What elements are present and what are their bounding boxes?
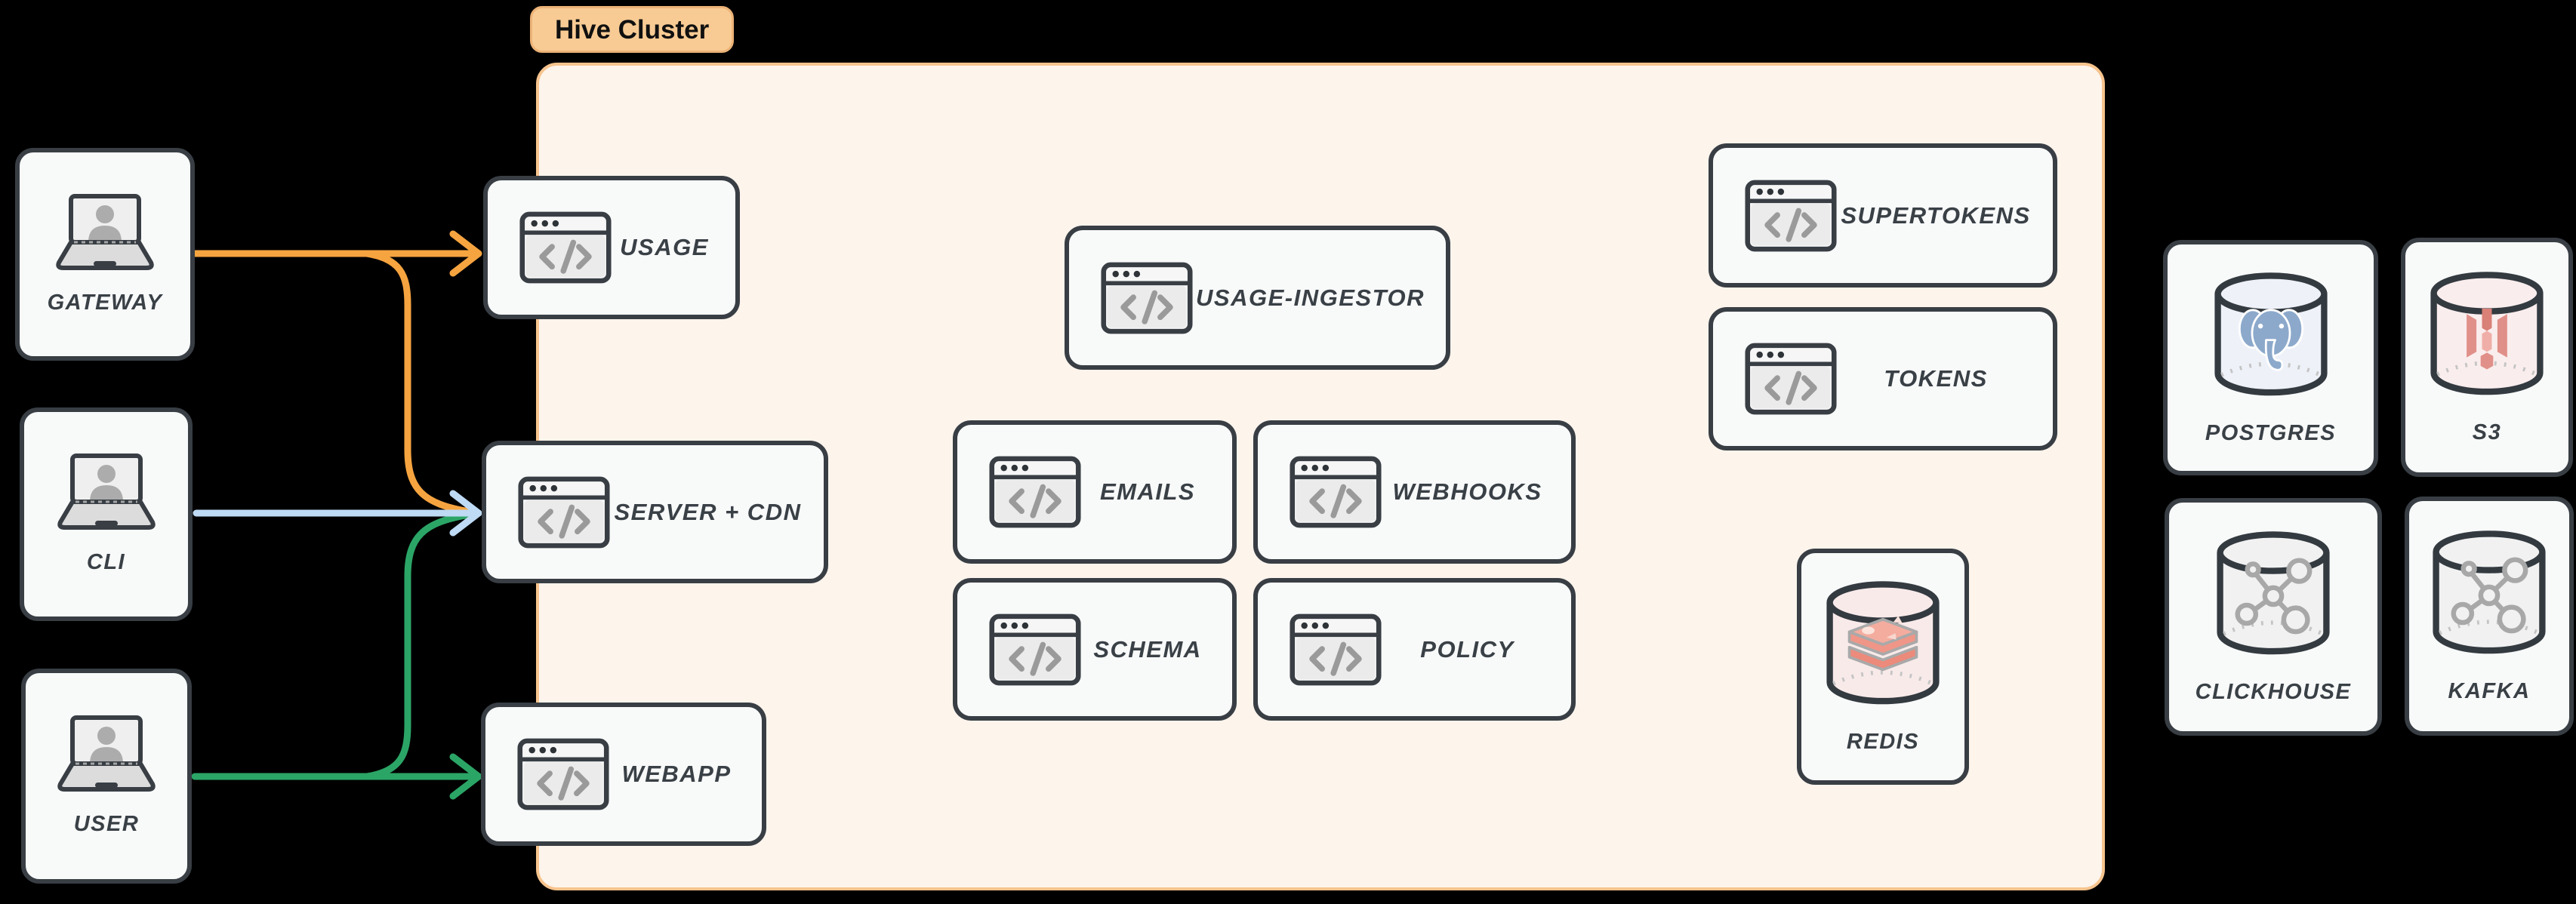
laptop-user-icon: [48, 194, 162, 272]
code-window-icon: [1290, 613, 1382, 686]
node-clickhouse: CLICKHOUSE: [2165, 498, 2382, 736]
code-window-icon: [989, 456, 1081, 528]
node-usage: USAGE: [483, 176, 740, 319]
node-label: CLICKHOUSE: [2195, 680, 2352, 704]
node-label: SCHEMA: [1093, 635, 1202, 663]
node-usage-ingestor: USAGE-INGESTOR: [1065, 226, 1450, 370]
s3-database-icon: [2427, 269, 2547, 402]
node-label: CLI: [86, 550, 126, 574]
node-emails: EMAILS: [953, 420, 1237, 564]
code-window-icon: [989, 613, 1081, 686]
node-label: POSTGRES: [2205, 420, 2337, 445]
node-redis: REDIS: [1797, 549, 1969, 785]
node-webapp: WEBAPP: [481, 703, 766, 846]
code-window-icon: [519, 211, 612, 284]
node-gateway: GATEWAY: [15, 148, 195, 361]
node-label: POLICY: [1420, 635, 1514, 663]
arrowhead-webapp: [449, 753, 482, 800]
node-user: USER: [21, 669, 192, 884]
hive-cluster-tag: Hive Cluster: [530, 6, 735, 53]
laptop-user-icon: [50, 454, 163, 532]
node-tokens: TOKENS: [1709, 307, 2057, 450]
node-label: KAFKA: [2448, 679, 2531, 703]
node-label: EMAILS: [1099, 478, 1196, 505]
arrow-user-servercdn: [363, 511, 473, 780]
code-window-icon: [1290, 456, 1382, 528]
arrowhead-usage: [449, 230, 482, 277]
node-label: REDIS: [1846, 730, 1920, 754]
laptop-user-icon: [50, 715, 163, 794]
node-schema: SCHEMA: [953, 578, 1237, 721]
node-label: TOKENS: [1884, 365, 1988, 392]
code-window-icon: [518, 476, 610, 549]
code-window-icon: [1745, 343, 1837, 415]
node-label: SERVER + CDN: [614, 498, 802, 525]
node-label: USER: [73, 812, 140, 836]
code-window-icon: [1745, 180, 1837, 252]
node-s3: S3: [2401, 238, 2573, 477]
node-cli: CLI: [20, 407, 193, 621]
postgres-database-icon: [2211, 270, 2331, 403]
node-policy: POLICY: [1253, 578, 1576, 721]
node-postgres: POSTGRES: [2163, 240, 2378, 475]
node-label: USAGE-INGESTOR: [1196, 284, 1425, 311]
code-window-icon: [1101, 262, 1193, 334]
node-label: S3: [2472, 420, 2502, 444]
node-supertokens: SUPERTOKENS: [1709, 143, 2057, 287]
redis-database-icon: [1823, 579, 1943, 712]
node-label: USAGE: [620, 234, 709, 260]
arrow-gateway-servercdn: [363, 250, 473, 515]
node-server-cdn: SERVER + CDN: [482, 441, 828, 583]
arrowhead-servercdn: [449, 490, 482, 537]
node-webhooks: WEBHOOKS: [1253, 420, 1576, 564]
clickhouse-database-icon: [2214, 529, 2333, 662]
node-label: GATEWAY: [47, 290, 163, 315]
node-label: WEBHOOKS: [1392, 478, 1542, 505]
code-window-icon: [517, 738, 609, 810]
node-label: SUPERTOKENS: [1841, 201, 2031, 229]
node-label: WEBAPP: [621, 761, 732, 787]
kafka-database-icon: [2430, 528, 2549, 661]
node-kafka: KAFKA: [2405, 497, 2574, 736]
